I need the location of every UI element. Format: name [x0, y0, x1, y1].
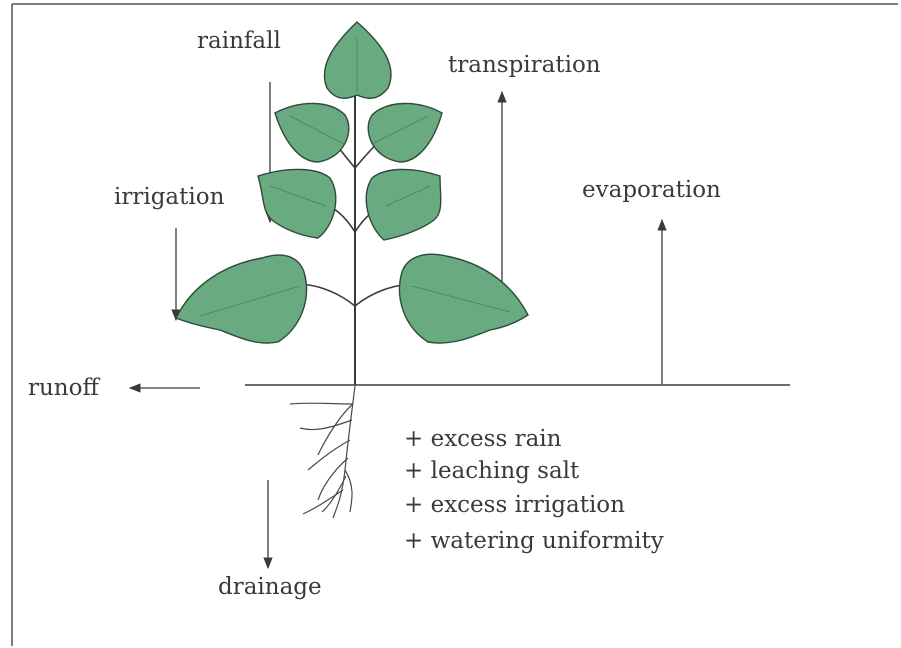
irrigation-label: irrigation — [114, 184, 225, 210]
leaf-middle-right — [366, 169, 441, 240]
rainfall-label: rainfall — [197, 28, 281, 54]
leaf-upper-right — [368, 103, 442, 162]
transpiration-label: transpiration — [448, 52, 601, 78]
factor-excess-irrigation: + excess irrigation — [404, 492, 625, 518]
evaporation-label: evaporation — [582, 177, 721, 203]
leaf-middle-left — [258, 169, 336, 238]
leaf-lower-right — [400, 254, 528, 343]
leaf-lower-left — [176, 255, 306, 343]
factor-leaching-salt: + leaching salt — [404, 458, 580, 484]
top-leaf — [324, 22, 391, 98]
factor-excess-rain: + excess rain — [404, 426, 562, 452]
plant-roots — [290, 386, 355, 518]
factor-watering-uniformity: + watering uniformity — [404, 528, 664, 554]
drainage-label: drainage — [218, 574, 322, 600]
branch — [300, 284, 355, 306]
leaf-upper-left — [275, 103, 349, 162]
runoff-label: runoff — [28, 375, 100, 401]
